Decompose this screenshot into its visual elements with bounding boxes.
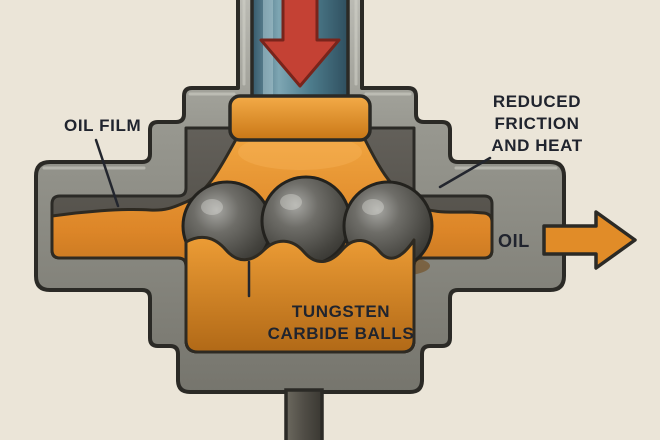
- tungsten-label-line2: CARBIDE BALLS: [268, 324, 415, 343]
- right-arrow-icon: [542, 210, 637, 270]
- oil-film-leader-line: [94, 138, 120, 208]
- oil-sheen: [238, 134, 362, 170]
- shaft-oil-collar: [228, 94, 372, 142]
- oil-label: OIL: [498, 231, 530, 251]
- reduced-friction-label-line2: FRICTION: [494, 114, 579, 133]
- oil-film-wave: [184, 235, 416, 354]
- reduced-friction-leader-line: [438, 156, 492, 189]
- reduced-friction-label-line1: REDUCED: [493, 92, 581, 111]
- housing-bevel-highlights: [42, 0, 558, 170]
- output-shaft: [284, 388, 324, 440]
- reduced-friction-label-line3: AND HEAT: [491, 136, 582, 155]
- leader-lines: [94, 138, 492, 298]
- down-arrow-icon: [259, 0, 341, 88]
- ball-specular-highlights: [201, 194, 384, 215]
- oil-film-label: OIL FILM: [64, 116, 141, 135]
- tungsten-label-line1: TUNGSTEN: [292, 302, 390, 321]
